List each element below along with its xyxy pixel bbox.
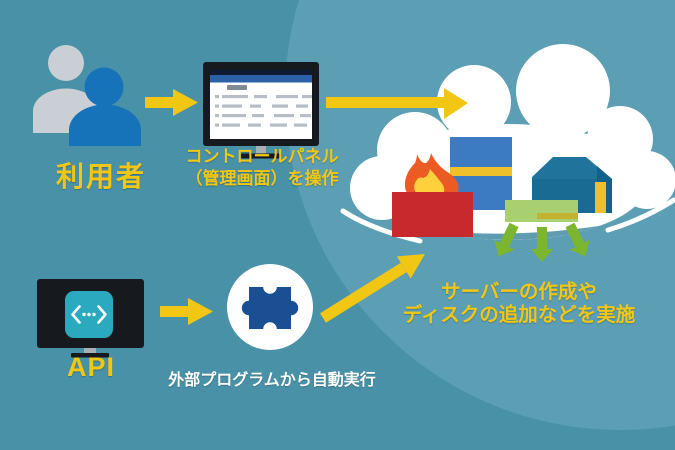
cloud-rim-left — [340, 208, 423, 244]
user-label: 利用者 — [55, 161, 146, 192]
panel-caption: コントロールパネル （管理画面）を操作 — [172, 146, 352, 190]
user-group-icon — [33, 45, 141, 146]
puzzle-piece-icon — [227, 264, 313, 350]
code-monitor-icon — [37, 279, 144, 358]
panel-caption-line2: （管理画面）を操作 — [185, 169, 339, 188]
arrow-user-to-panel — [145, 89, 198, 116]
panel-table-rows — [215, 95, 312, 127]
cloud-caption-line1: サーバーの作成や — [441, 281, 597, 303]
load-balancer-icon — [494, 200, 590, 262]
control-panel-monitor-icon — [203, 62, 319, 159]
firewall-flame-icon — [392, 153, 473, 237]
panel-caption-line1: コントロールパネル — [185, 147, 339, 166]
code-brackets-icon — [71, 305, 107, 324]
cloud-caption-line2: ディスクの追加などを実施 — [402, 304, 636, 326]
api-label: API — [66, 352, 115, 382]
arrow-panel-to-cloud — [326, 88, 468, 119]
arrow-api-to-plugin — [160, 298, 213, 325]
cloud-rim-right — [605, 197, 675, 233]
storage-shed-icon — [532, 157, 612, 213]
api-caption: 外部プログラムから自動実行 — [168, 372, 376, 389]
arrow-plugin-to-cloud — [320, 254, 425, 323]
cloud-caption: サーバーの作成や ディスクの追加などを実施 — [368, 281, 670, 327]
